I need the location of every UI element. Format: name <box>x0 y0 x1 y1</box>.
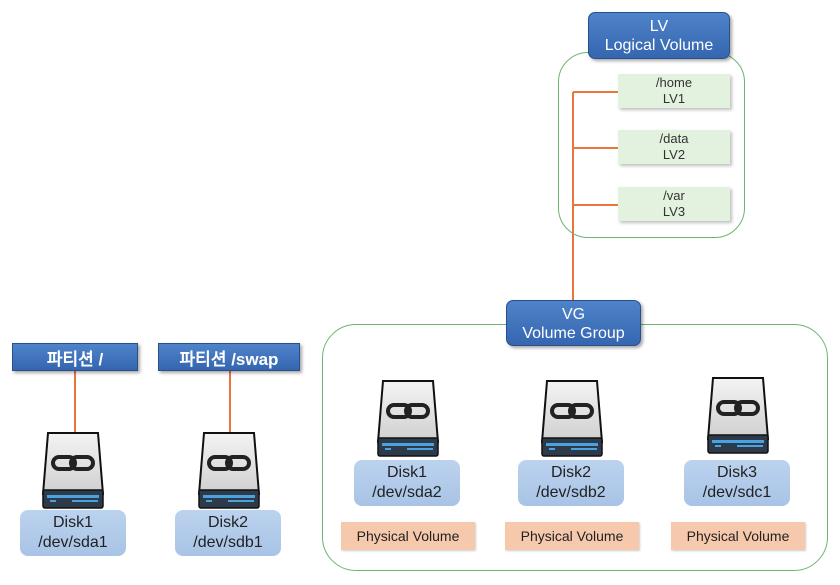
lv-header-title: Logical Volume <box>604 37 714 54</box>
partition-disk1-label: Disk1 /dev/sda1 <box>20 510 126 556</box>
hard-drive-icon <box>707 377 769 454</box>
disk-name: Disk2 <box>207 514 248 531</box>
lv-name: LV3 <box>662 204 686 219</box>
disk-device: /dev/sdb2 <box>536 484 606 501</box>
chain-link-icon <box>716 400 760 416</box>
vg-disk3-label: Disk3 /dev/sdc1 <box>684 460 790 506</box>
physical-volume-tag-2: Physical Volume <box>505 522 639 550</box>
vg-disk1-label: Disk1 /dev/sda2 <box>354 460 460 506</box>
physical-volume-tag-3: Physical Volume <box>671 522 805 550</box>
lv-header: LV Logical Volume <box>588 12 730 59</box>
chain-link-icon <box>386 403 430 419</box>
partition-root-header: 파티션 / <box>12 343 138 371</box>
chain-link-icon <box>550 403 594 419</box>
lv-path: /var <box>663 188 685 203</box>
partition-disk2-label: Disk2 /dev/sdb1 <box>175 510 281 556</box>
vg-header: VG Volume Group <box>506 300 641 346</box>
lv-header-abbrev: LV <box>649 18 669 35</box>
disk-name: Disk1 <box>386 464 427 481</box>
chain-link-icon <box>51 455 95 471</box>
lv-path: /home <box>655 75 693 90</box>
partition-swap-header: 파티션 /swap <box>158 343 300 371</box>
disk-device: /dev/sdc1 <box>702 484 772 501</box>
hard-drive-icon <box>42 432 104 509</box>
lv-name: LV2 <box>662 147 686 162</box>
hard-drive-icon <box>198 432 260 509</box>
disk-name: Disk2 <box>550 464 591 481</box>
lv-path: /data <box>659 131 689 146</box>
vg-disk2-label: Disk2 /dev/sdb2 <box>518 460 624 506</box>
disk-name: Disk1 <box>52 514 93 531</box>
lv-name: LV1 <box>662 91 686 106</box>
logical-volume-lv2: /data LV2 <box>618 130 730 164</box>
vg-header-title: Volume Group <box>522 325 625 342</box>
logical-volume-lv3: /var LV3 <box>618 187 730 221</box>
hard-drive-icon <box>541 380 603 457</box>
physical-volume-tag-1: Physical Volume <box>341 522 475 550</box>
disk-device: /dev/sda1 <box>38 534 108 551</box>
vg-header-abbrev: VG <box>561 306 586 323</box>
chain-link-icon <box>207 455 251 471</box>
disk-name: Disk3 <box>716 464 757 481</box>
hard-drive-icon <box>377 380 439 457</box>
disk-device: /dev/sda2 <box>372 484 442 501</box>
logical-volume-lv1: /home LV1 <box>618 74 730 108</box>
disk-device: /dev/sdb1 <box>193 534 263 551</box>
